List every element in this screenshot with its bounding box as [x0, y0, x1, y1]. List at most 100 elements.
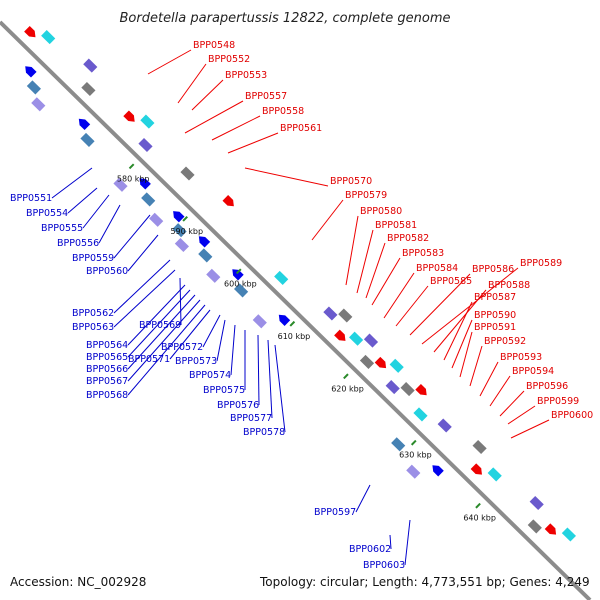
- reverse-gene-10: [172, 223, 187, 238]
- forward-gene-8-shape: [222, 195, 234, 207]
- forward-gene-23-shape: [472, 439, 487, 455]
- reverse-gene-0: [25, 66, 37, 78]
- forward-gene-1: [41, 30, 56, 45]
- forward-gene-8: [222, 195, 234, 207]
- leader-line: [489, 375, 511, 407]
- gene-label: BPP0562: [72, 308, 114, 319]
- forward-gene-20: [415, 383, 427, 396]
- forward-gene-17-shape: [389, 358, 404, 373]
- forward-gene-22-shape: [437, 418, 452, 433]
- leader-line: [433, 289, 487, 353]
- forward-gene-18-shape: [385, 380, 400, 395]
- reverse-gene-3: [78, 118, 91, 131]
- forward-gene-10-shape: [323, 306, 338, 321]
- gene-label: BPP0582: [387, 233, 429, 244]
- reverse-gene-9-shape: [173, 211, 185, 223]
- gene-label: BPP0588: [488, 280, 530, 291]
- leader-line: [371, 257, 401, 306]
- gene-label: BPP0600: [551, 410, 593, 421]
- gene-label: BPP0589: [520, 258, 562, 269]
- tick-label: 610 kbp: [278, 332, 311, 341]
- leader-line: [169, 309, 211, 360]
- forward-gene-11: [338, 308, 353, 323]
- leader-line: [147, 49, 192, 75]
- leader-line: [211, 115, 261, 141]
- reverse-gene-13-shape: [198, 248, 213, 263]
- leader-line: [499, 390, 525, 417]
- leader-line: [365, 242, 386, 299]
- leader-line: [469, 345, 483, 387]
- reverse-gene-12: [198, 236, 211, 248]
- reverse-gene-2: [31, 97, 46, 112]
- leader-line: [257, 334, 260, 406]
- reverse-gene-15: [232, 269, 244, 281]
- reverse-gene-17-shape: [252, 314, 267, 329]
- reverse-gene-4-shape: [80, 132, 95, 147]
- gene-label: BPP0558: [262, 106, 304, 117]
- reverse-gene-12-shape: [198, 236, 211, 248]
- gene-label: BPP0576: [217, 400, 259, 411]
- gene-label: BPP0572: [161, 342, 203, 353]
- forward-gene-28: [544, 523, 557, 535]
- leader-line: [191, 79, 224, 111]
- reverse-gene-19-shape: [391, 437, 406, 452]
- tick-mark: [128, 163, 135, 170]
- gene-label: BPP0569: [139, 320, 181, 331]
- forward-gene-6-shape: [138, 137, 153, 153]
- leader-line: [127, 304, 206, 396]
- reverse-gene-21: [432, 465, 444, 477]
- forward-gene-24: [470, 463, 482, 475]
- reverse-gene-18-shape: [278, 314, 291, 326]
- tick-label: 620 kbp: [331, 384, 364, 393]
- gene-label: BPP0587: [474, 292, 516, 303]
- forward-gene-2: [83, 58, 98, 73]
- forward-gene-22: [437, 418, 452, 433]
- forward-gene-0: [24, 25, 36, 38]
- leader-line: [98, 204, 121, 244]
- gene-label: BPP0556: [57, 238, 99, 249]
- forward-gene-10: [323, 306, 338, 321]
- leader-line: [127, 299, 201, 382]
- leader-line: [227, 132, 279, 154]
- gene-label: BPP0599: [537, 396, 579, 407]
- forward-gene-29-shape: [561, 527, 576, 542]
- reverse-gene-7: [141, 192, 156, 207]
- leader-line: [507, 405, 536, 425]
- reverse-gene-10-shape: [172, 223, 187, 238]
- forward-gene-6: [138, 137, 153, 153]
- forward-gene-12: [334, 329, 346, 341]
- leader-line: [113, 259, 171, 314]
- gene-label: BPP0553: [225, 70, 267, 81]
- leader-line: [216, 319, 226, 362]
- reverse-gene-8-shape: [149, 212, 164, 227]
- gene-label: BPP0574: [189, 370, 231, 381]
- gene-label: BPP0564: [86, 340, 128, 351]
- forward-gene-27-shape: [527, 519, 542, 534]
- gene-label: BPP0593: [500, 352, 542, 363]
- gene-label: BPP0577: [230, 413, 272, 424]
- leader-line: [177, 63, 207, 104]
- forward-gene-3-shape: [81, 81, 96, 97]
- reverse-gene-1: [26, 80, 41, 95]
- leader-line: [244, 167, 329, 187]
- reverse-gene-20-shape: [406, 464, 421, 479]
- leader-line: [179, 277, 182, 326]
- gene-label: BPP0563: [72, 322, 114, 333]
- tick-mark: [343, 373, 349, 380]
- gene-label: BPP0554: [26, 208, 68, 219]
- leader-line: [510, 419, 550, 439]
- forward-gene-11-shape: [338, 308, 353, 323]
- gene-label: BPP0575: [203, 385, 245, 396]
- gene-label: BPP0548: [193, 40, 235, 51]
- leader-line: [355, 484, 371, 513]
- gene-label: BPP0580: [360, 206, 402, 217]
- gene-label: BPP0591: [474, 322, 516, 333]
- gene-label: BPP0603: [363, 560, 405, 571]
- forward-gene-20-shape: [415, 383, 427, 396]
- leader-line: [479, 361, 499, 397]
- reverse-gene-14: [206, 268, 221, 283]
- leader-line: [51, 167, 93, 199]
- gene-label: BPP0583: [402, 248, 444, 259]
- gene-label: BPP0578: [243, 427, 285, 438]
